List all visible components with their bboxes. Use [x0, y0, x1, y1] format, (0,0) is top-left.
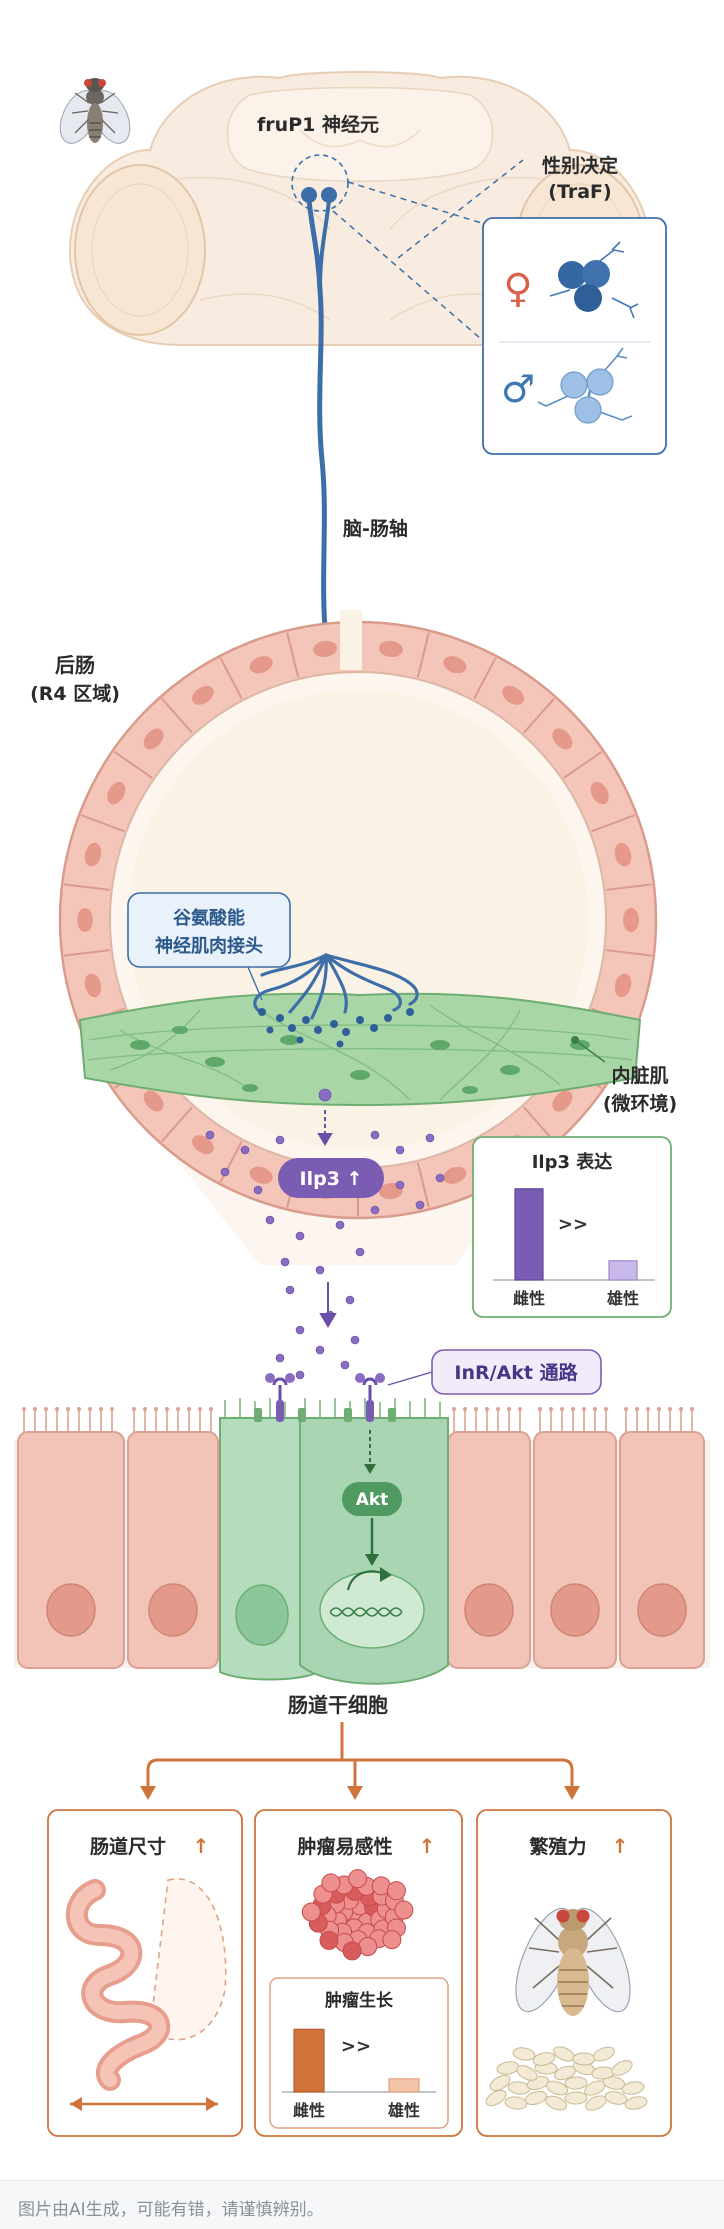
akt-node: Akt: [342, 1430, 402, 1566]
microenvironment-label: (微环境): [603, 1092, 677, 1115]
visceral-muscle: [78, 992, 642, 1107]
tumor-male-label: 雄性: [387, 2101, 420, 2120]
ilp3-expression-inset: Ilp3 表达 >> 雌性 雄性: [472, 1136, 672, 1318]
ilp3-male-label: 雄性: [606, 1289, 639, 1308]
pathway-label: InR/Akt 通路: [454, 1361, 578, 1384]
outcome-tumor-card: 肿瘤易感性 ↑ 肿瘤生长 >> 雌性 雄性: [254, 1809, 463, 2137]
glutamate-vesicles: [258, 1008, 414, 1048]
visceral-muscle-label: 内脏肌: [611, 1064, 668, 1087]
footer: 图片由AI生成，可能有错，请谨慎辨别。: [0, 2180, 724, 2229]
fertility-label: 繁殖力: [529, 1835, 586, 1858]
tumor-growth-title: 肿瘤生长: [325, 1990, 394, 2011]
ilp3-pill: Ilp3 ↑: [278, 1158, 384, 1198]
tra-f-label: (TraF): [548, 181, 611, 203]
tumor-female-label: 雌性: [293, 2101, 325, 2120]
bar-雄性: [608, 1260, 638, 1281]
fruP1-neuron-somata: [291, 154, 349, 212]
tumor-illustration: [301, 1869, 414, 1961]
inr-akt-pathway-callout: InR/Akt 通路: [387, 1349, 602, 1395]
tumor-compare-symbol: >>: [341, 2036, 371, 2057]
outcome-connectors: [146, 1722, 574, 1790]
gut-epithelium: [14, 1407, 710, 1669]
outcome-fertility-card: 繁殖力 ↑: [476, 1809, 672, 2137]
inr-receptors: [254, 1373, 396, 1422]
akt-label: Akt: [356, 1490, 389, 1510]
fertility-up-arrow: ↑: [612, 1834, 629, 1858]
brain-gut-axis-label: 脑-肠轴: [342, 517, 408, 540]
sex-determination-box: ♀ ♂: [482, 217, 667, 455]
bar-雌性: [514, 1188, 544, 1281]
gut-size-label: 肠道尺寸: [90, 1835, 166, 1858]
nmj-label-line2: 神经肌肉接头: [155, 935, 263, 957]
sex-dimorphism-gut-diagram: fruP1 神经元 性别决定 (TraF) ♀ ♂: [14, 71, 710, 2137]
intestinal-stem-cells: [219, 1398, 449, 1685]
outcome-gut-size-card: 肠道尺寸 ↑: [47, 1809, 243, 2137]
gut-size-up-arrow: ↑: [193, 1834, 210, 1858]
ilp3-particles: [205, 1088, 445, 1380]
male-symbol: ♂: [501, 367, 535, 411]
male-neuron-cluster: [537, 347, 633, 424]
female-symbol: ♀: [503, 266, 532, 312]
ai-disclaimer: 图片由AI生成，可能有错，请谨慎辨别。: [18, 2200, 324, 2220]
hindgut-label: 后肠: [55, 653, 95, 677]
ilp3-expression-title: Ilp3 表达: [532, 1151, 613, 1173]
egg-pile: [485, 2046, 648, 2111]
stem-cell-label: 肠道干细胞: [288, 1693, 388, 1717]
female-fly-illustration: [515, 1907, 631, 2016]
fly-icon: [59, 78, 131, 144]
hindgut-region-label: (R4 区域): [30, 682, 120, 705]
bar-雄性: [388, 2078, 420, 2093]
tumor-label: 肿瘤易感性: [297, 1835, 392, 1858]
zoom-lines: [332, 159, 524, 346]
sex-determination-label: 性别决定: [542, 154, 618, 177]
ilp3-female-label: 雌性: [513, 1289, 545, 1308]
female-neuron-cluster: [549, 241, 639, 319]
ilp3-flow-arrows: [317, 1110, 337, 1328]
tumor-up-arrow: ↑: [419, 1834, 436, 1858]
ilp3-compare-symbol: >>: [558, 1214, 588, 1235]
neuron-label: fruP1 神经元: [257, 113, 379, 136]
glutamatergic-nmj-callout: 谷氨酸能 神经肌肉接头: [127, 892, 291, 1001]
nmj-label-line1: 谷氨酸能: [173, 907, 245, 929]
ilp3-pill-label: Ilp3 ↑: [300, 1168, 363, 1190]
neuromuscular-terminals: [253, 953, 419, 1020]
bar-雌性: [293, 2028, 325, 2093]
